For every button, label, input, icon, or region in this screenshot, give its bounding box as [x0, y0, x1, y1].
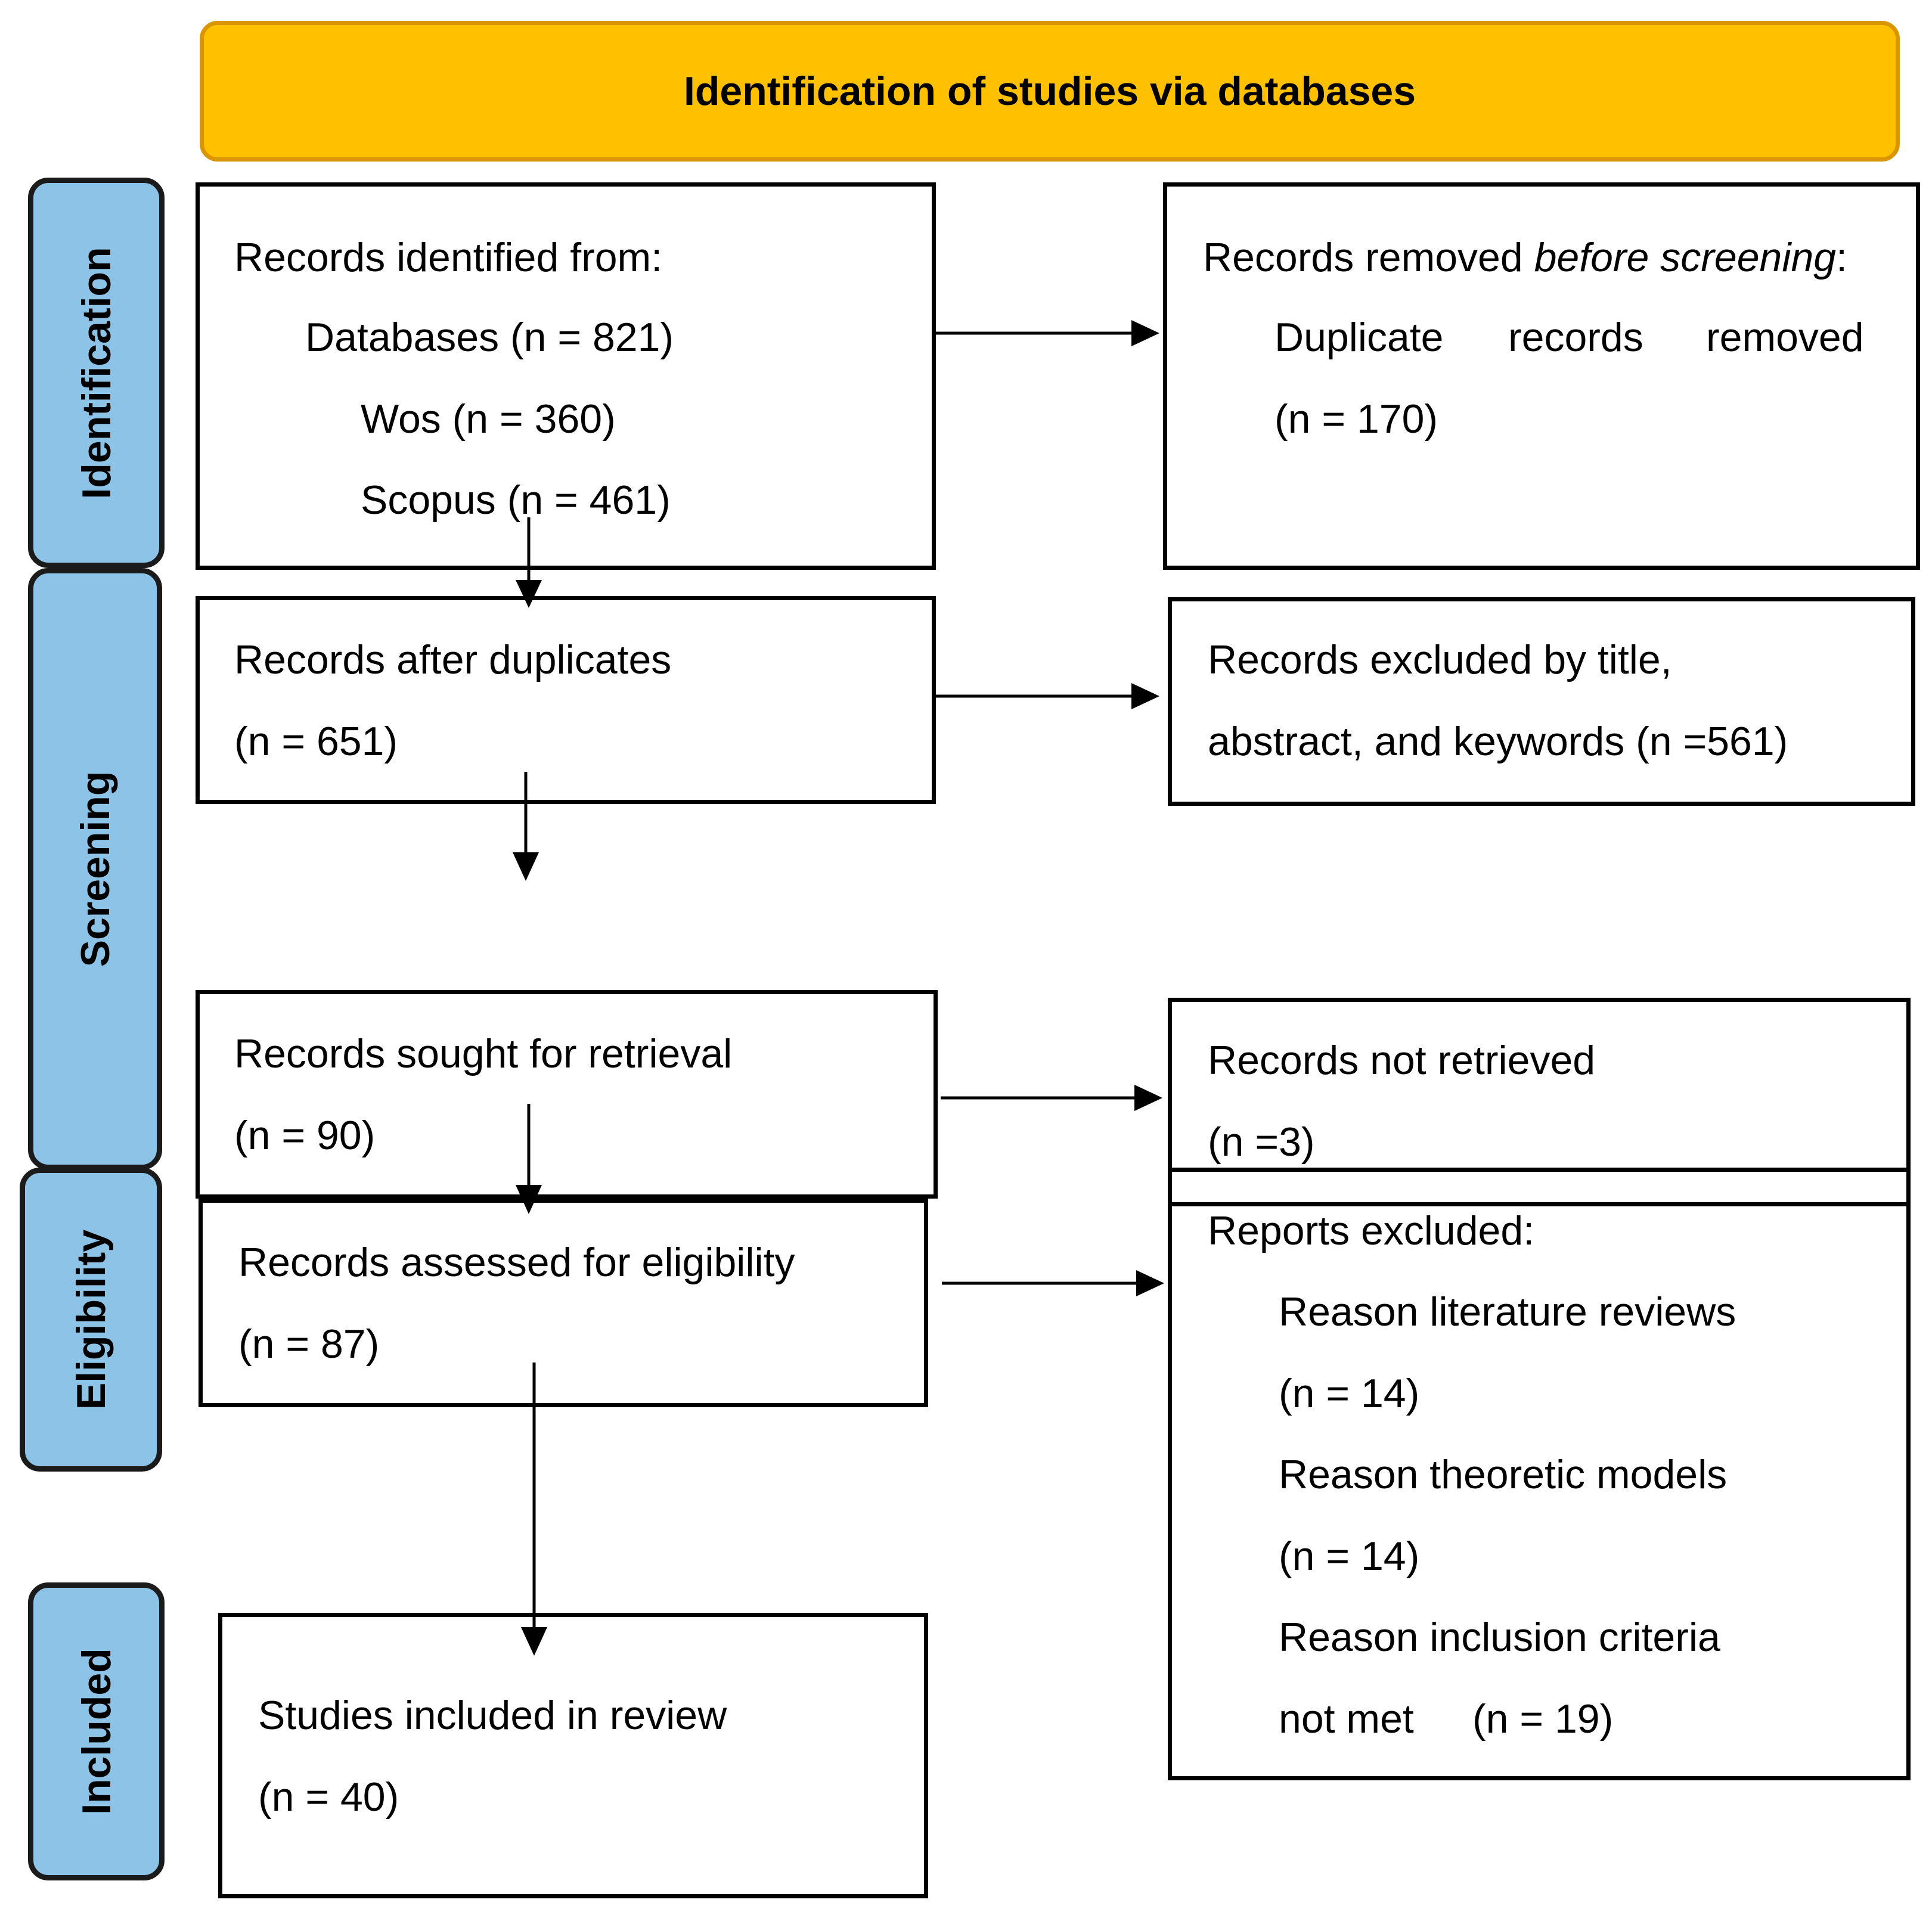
records-after-duplicates-box [196, 596, 936, 804]
identified-scopus: Scopus (n = 461) [361, 477, 671, 523]
included-label: Studies included in review [258, 1693, 727, 1738]
arrow-after-duplicates-down [513, 772, 539, 881]
reports-excluded-box [1168, 1168, 1911, 1780]
reason-inclusion-criteria-count: (n = 19) [1472, 1696, 1614, 1742]
removed-heading: Records removed before screening: [1203, 237, 1847, 278]
not-retrieved-label: Records not retrieved [1208, 1038, 1596, 1083]
records-not-retrieved-box [1168, 998, 1911, 1206]
arrow-assessed-to-included [521, 1363, 547, 1656]
records-sought-box [196, 990, 938, 1199]
arrow-assessed-to-reports-excluded [942, 1270, 1164, 1296]
removed-dup-word3: removed [1706, 315, 1864, 360]
records-excluded-title-box [1168, 597, 1915, 806]
studies-included-box [218, 1613, 928, 1898]
reports-excluded-heading: Reports excluded: [1208, 1208, 1535, 1253]
records-assessed-box [199, 1199, 928, 1407]
assessed-count: (n = 87) [238, 1321, 380, 1367]
reason-theoretic-models: Reason theoretic models [1279, 1452, 1728, 1497]
removed-count: (n = 170) [1274, 396, 1438, 442]
records-identified-box [196, 182, 936, 570]
arrow-sought-to-not-retrieved [941, 1085, 1162, 1111]
identified-wos: Wos (n = 360) [361, 396, 616, 442]
stage-included: Included [28, 1582, 165, 1880]
arrow-after-duplicates-to-excluded [936, 683, 1159, 709]
removed-dup-word1: Duplicate [1274, 315, 1444, 360]
excluded-title-line2: abstract, and keywords (n =561) [1208, 719, 1788, 764]
arrow-sought-to-assessed [516, 1104, 542, 1214]
reason-inclusion-criteria: Reason inclusion criteria [1279, 1615, 1720, 1660]
removed-heading-emphasis: before screening [1534, 235, 1837, 280]
sought-count: (n = 90) [234, 1113, 376, 1158]
reason-theoretic-models-count: (n = 14) [1279, 1534, 1420, 1579]
arrow-identified-to-removed [936, 320, 1159, 346]
removed-dup-word2: records [1508, 315, 1643, 360]
stage-eligibility: Eligibility [20, 1168, 162, 1472]
removed-heading-end: : [1836, 235, 1848, 280]
header-banner: Identification of studies via databases [200, 21, 1900, 162]
after-duplicates-label: Records after duplicates [234, 637, 672, 682]
excluded-title-line1: Records excluded by title, [1208, 637, 1672, 682]
reason-literature-reviews: Reason literature reviews [1279, 1289, 1736, 1334]
header-title: Identification of studies via databases [683, 69, 1416, 114]
records-removed-box [1163, 182, 1920, 570]
arrow-identified-to-after-duplicates [516, 517, 542, 608]
reason-literature-reviews-count: (n = 14) [1279, 1371, 1420, 1416]
reason-inclusion-criteria-tail: not met [1279, 1696, 1414, 1742]
identified-databases: Databases (n = 821) [305, 315, 674, 360]
identified-heading: Records identified from: [234, 235, 663, 280]
after-duplicates-count: (n = 651) [234, 719, 398, 764]
removed-heading-start: Records removed [1203, 235, 1534, 280]
assessed-label: Records assessed for eligibility [238, 1240, 795, 1285]
included-count: (n = 40) [258, 1774, 399, 1820]
sought-label: Records sought for retrieval [234, 1031, 733, 1076]
stage-identification: Identification [28, 178, 165, 568]
not-retrieved-count: (n =3) [1208, 1119, 1315, 1165]
stage-screening: Screening [28, 568, 162, 1170]
